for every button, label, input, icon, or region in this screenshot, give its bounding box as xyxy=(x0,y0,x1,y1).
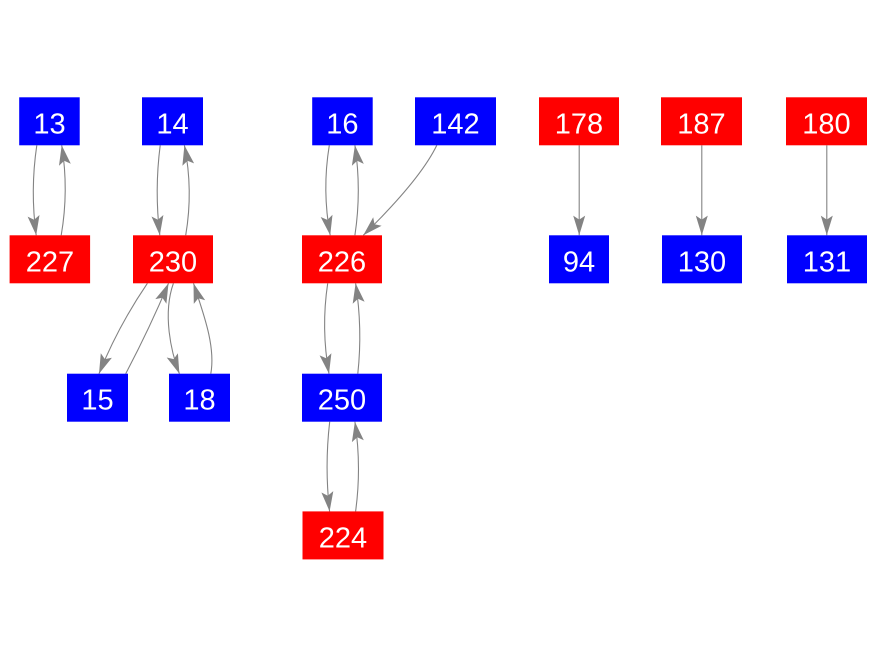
svg-text:130: 130 xyxy=(678,246,726,278)
svg-text:227: 227 xyxy=(26,246,74,278)
svg-text:224: 224 xyxy=(319,522,367,554)
svg-text:18: 18 xyxy=(183,385,215,417)
svg-text:142: 142 xyxy=(431,108,479,140)
svg-text:15: 15 xyxy=(81,385,113,417)
svg-text:131: 131 xyxy=(803,246,851,278)
svg-text:187: 187 xyxy=(677,108,725,140)
svg-text:16: 16 xyxy=(326,108,358,140)
svg-text:226: 226 xyxy=(318,246,366,278)
svg-text:250: 250 xyxy=(318,385,366,417)
svg-text:230: 230 xyxy=(149,246,197,278)
svg-text:180: 180 xyxy=(802,108,850,140)
svg-text:94: 94 xyxy=(563,246,595,278)
svg-text:14: 14 xyxy=(156,108,188,140)
svg-text:178: 178 xyxy=(555,108,603,140)
svg-text:13: 13 xyxy=(33,108,65,140)
